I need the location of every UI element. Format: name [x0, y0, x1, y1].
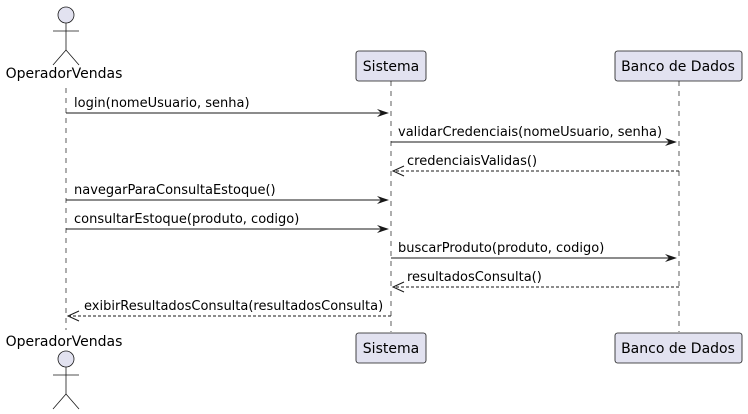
participant-banco-top: Banco de Dados [614, 50, 743, 82]
message-3: credenciaisValidas() [391, 154, 679, 177]
arrowhead-icon [665, 138, 677, 146]
message-2: validarCredenciais(nomeUsuario, senha) [391, 125, 677, 146]
participant-sistema-top: Sistema [355, 50, 427, 82]
open-arrowhead-icon [391, 281, 405, 293]
message-2-label: validarCredenciais(nomeUsuario, senha) [398, 125, 662, 140]
participant-sistema-bottom-label: Sistema [363, 341, 419, 357]
message-6-label: buscarProduto(produto, codigo) [398, 241, 604, 256]
message-5-label: consultarEstoque(produto, codigo) [74, 212, 299, 227]
open-arrowhead-icon [66, 310, 80, 322]
actor-operador-top-label: OperadorVendas [6, 66, 123, 82]
arrowhead-icon [377, 196, 389, 204]
message-6: buscarProduto(produto, codigo) [391, 241, 677, 262]
participant-banco-top-label: Banco de Dados [621, 59, 735, 75]
participant-banco-bottom: Banco de Dados [614, 332, 743, 364]
actor-operador-bottom-label: OperadorVendas [6, 334, 123, 350]
participant-sistema-bottom: Sistema [355, 332, 427, 364]
message-4: navegarParaConsultaEstoque() [66, 183, 389, 204]
arrowhead-icon [377, 225, 389, 233]
arrowhead-icon [665, 254, 677, 262]
message-8-label: exibirResultadosConsulta(resultadosConsu… [84, 299, 383, 314]
message-4-label: navegarParaConsultaEstoque() [74, 183, 276, 198]
message-1-label: login(nomeUsuario, senha) [74, 96, 250, 111]
message-8: exibirResultadosConsulta(resultadosConsu… [66, 299, 391, 322]
participant-banco-bottom-label: Banco de Dados [621, 341, 735, 357]
stick-figure-icon [52, 350, 80, 410]
message-1: login(nomeUsuario, senha) [66, 96, 389, 117]
arrowhead-icon [377, 109, 389, 117]
stick-figure-icon [52, 6, 80, 66]
actor-operador-bottom: OperadorVendas [6, 334, 123, 410]
message-5: consultarEstoque(produto, codigo) [66, 212, 389, 233]
message-3-label: credenciaisValidas() [407, 154, 537, 169]
message-7-label: resultadosConsulta() [407, 270, 542, 285]
open-arrowhead-icon [391, 165, 405, 177]
actor-operador-top: OperadorVendas [6, 6, 123, 82]
participant-sistema-top-label: Sistema [363, 59, 419, 75]
message-7: resultadosConsulta() [391, 270, 679, 293]
